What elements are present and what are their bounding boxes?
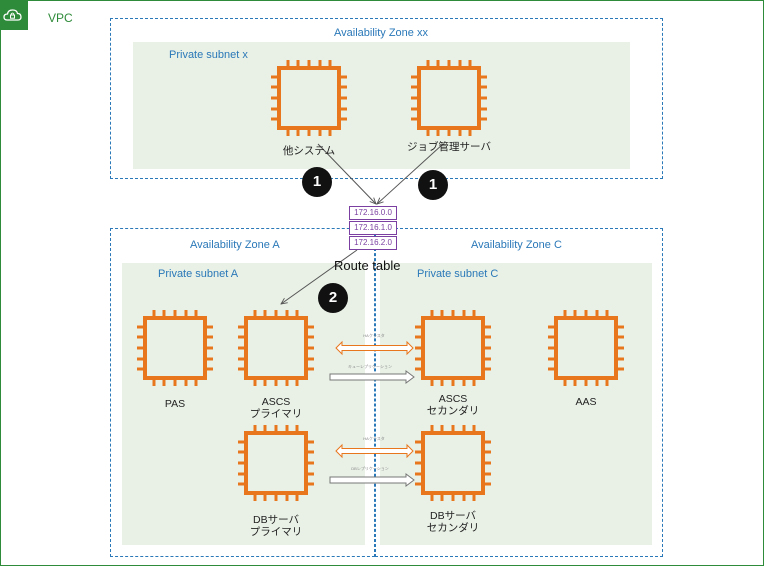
ascs-replication-label: キューレプリケーション: [348, 364, 392, 369]
pas-label: PAS: [164, 398, 186, 410]
ascs-replication-arrow: [329, 370, 415, 384]
ec2-instance-icon-other-system: [269, 58, 349, 138]
ascs-secondary-label: ASCS セカンダリ: [427, 393, 480, 417]
ascs-secondary-label-line1: ASCS: [438, 393, 468, 405]
step-badge-1-left: 1: [302, 167, 332, 197]
connector-route-table-to-ascs-primary: [281, 249, 358, 304]
db-primary-label-line1: DBサーバ: [253, 514, 299, 526]
private-subnet-a-label: Private subnet A: [158, 268, 239, 280]
connector-job-server-to-route-table: [377, 143, 444, 204]
route-table-label: Route table: [334, 258, 401, 273]
availability-zone-a: [110, 228, 375, 557]
db-primary-label-line2: プライマリ: [249, 526, 303, 538]
aas-label: AAS: [575, 396, 597, 408]
private-subnet-c-label: Private subnet C: [417, 268, 499, 280]
ec2-instance-icon-ascs-primary: [236, 308, 316, 388]
ascs-primary-label-line1: ASCS: [261, 396, 291, 408]
db-ha-arrow: [335, 443, 414, 459]
db-ha-label: HAクラスタ: [363, 436, 385, 441]
route-table-entry-1: 172.16.0.0: [349, 206, 397, 220]
ec2-instance-icon-db-secondary: [413, 423, 493, 503]
route-table-entry-3: 172.16.2.0: [349, 236, 397, 250]
availability-zone-c-label: Availability Zone C: [471, 239, 562, 251]
vpc-badge: [0, 0, 28, 30]
db-primary-label: DBサーバ プライマリ: [250, 514, 303, 538]
private-subnet-x: [133, 42, 630, 169]
ec2-instance-icon-pas: [135, 308, 215, 388]
availability-zone-c: [375, 228, 663, 557]
ascs-secondary-label-line2: セカンダリ: [426, 405, 480, 417]
route-table-entry-2: 172.16.1.0: [349, 221, 397, 235]
ascs-ha-arrow: [335, 340, 414, 356]
ec2-instance-icon-job-server: [409, 58, 489, 138]
db-replication-label: DBレプリケーション: [351, 466, 389, 471]
ascs-primary-label: ASCS プライマリ: [250, 396, 303, 420]
job-server-label: ジョブ管理サーバ: [407, 141, 491, 153]
db-secondary-label: DBサーバ セカンダリ: [427, 510, 480, 534]
ec2-instance-icon-ascs-secondary: [413, 308, 493, 388]
private-subnet-x-label: Private subnet x: [169, 49, 248, 61]
ascs-ha-label: HAクラスタ: [363, 333, 385, 338]
availability-zone-xx: [110, 18, 663, 179]
ec2-instance-icon-aas: [546, 308, 626, 388]
availability-zone-a-label: Availability Zone A: [190, 239, 280, 251]
step-badge-1-right: 1: [418, 170, 448, 200]
ascs-primary-label-line2: プライマリ: [249, 408, 303, 420]
availability-zone-xx-label: Availability Zone xx: [334, 27, 428, 39]
connector-other-system-to-route-table: [317, 143, 376, 204]
vpc-label: VPC: [48, 11, 73, 25]
db-secondary-label-line1: DBサーバ: [430, 510, 476, 522]
db-secondary-label-line2: セカンダリ: [426, 522, 480, 534]
ec2-instance-icon-db-primary: [236, 423, 316, 503]
other-system-label: 他システム: [282, 145, 336, 157]
step-badge-2: 2: [318, 283, 348, 313]
cloud-lock-icon: [3, 9, 22, 21]
db-replication-arrow: [329, 473, 415, 487]
